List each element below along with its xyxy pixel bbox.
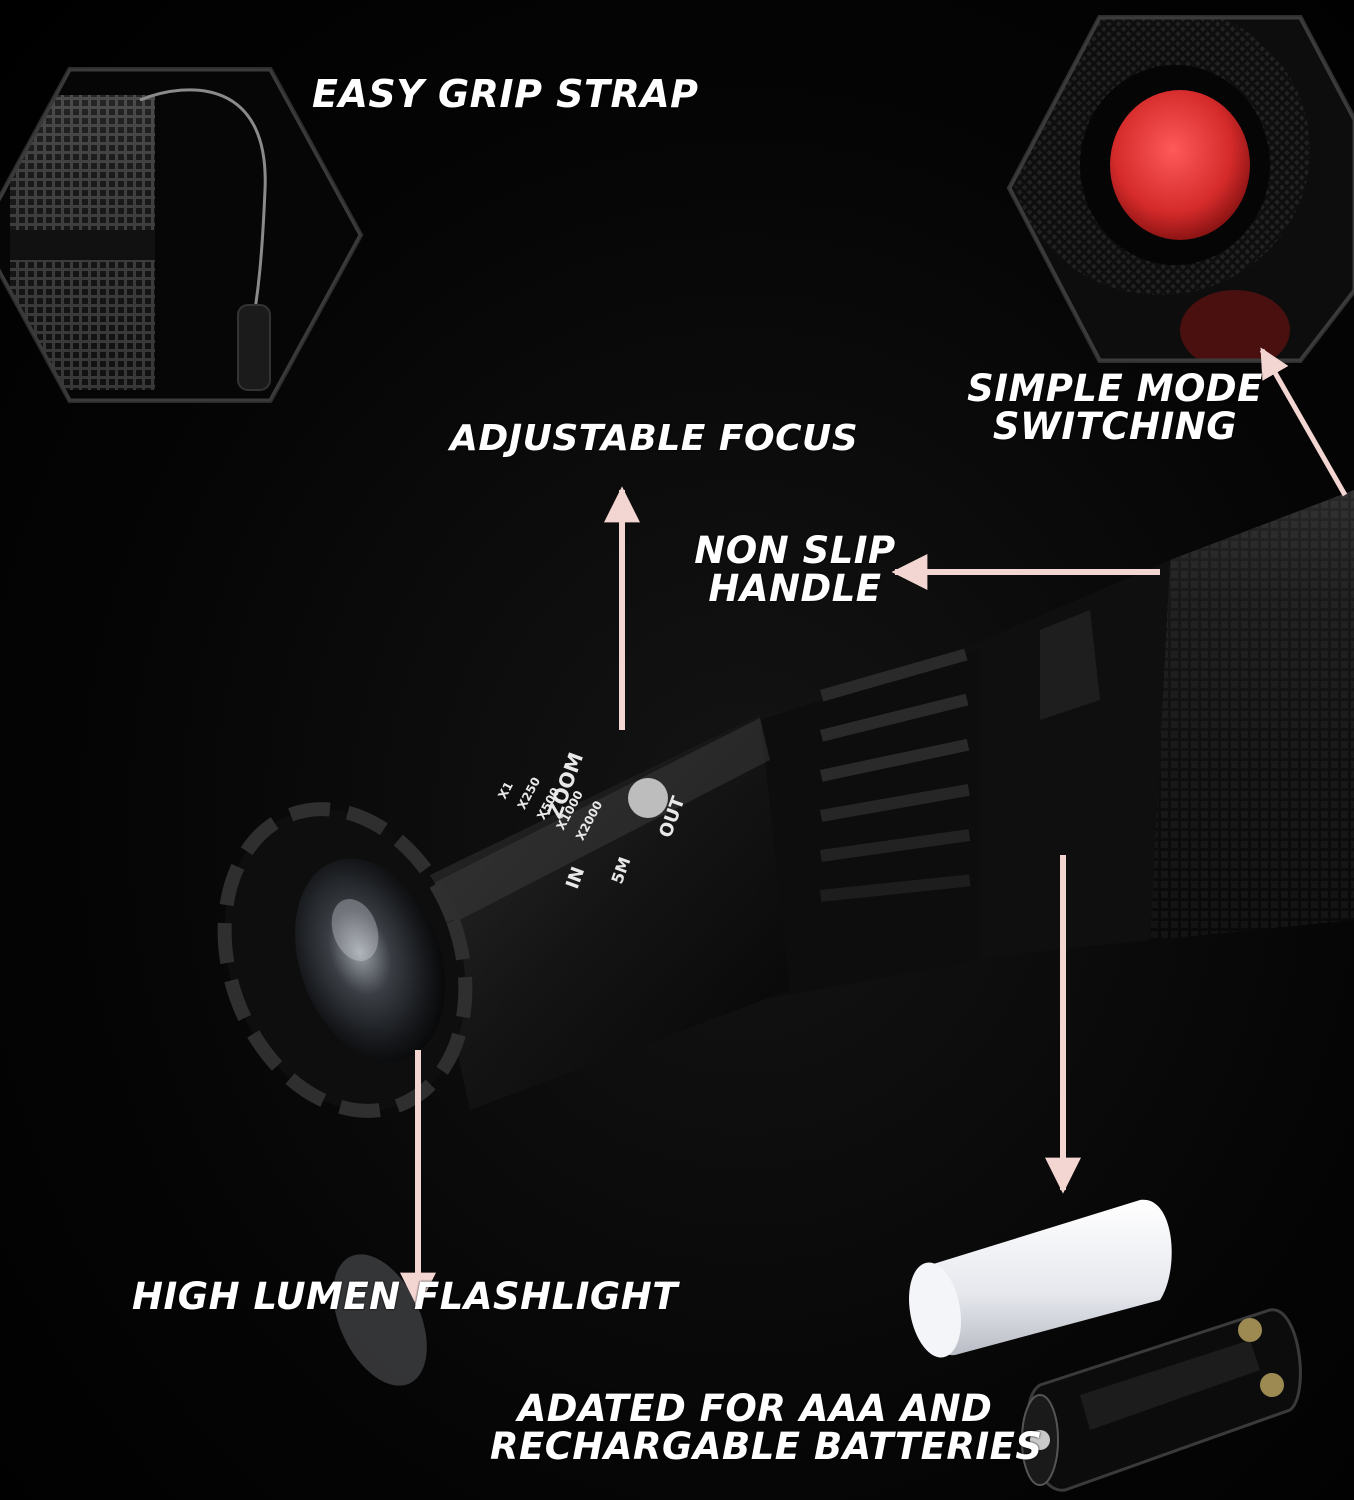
zoom-dot-marker: [628, 778, 668, 818]
label-battery-compatibility: ADATED FOR AAA AND RECHARGABLE BATTERIES: [490, 1387, 1043, 1468]
mode-switch-inset: [1006, 15, 1354, 363]
label-mode-line1: SIMPLE MODE: [967, 367, 1263, 410]
battery-holder-illustration: [1021, 1308, 1302, 1492]
grip-strap-inset: [0, 67, 364, 403]
callout-arrows: [400, 347, 1348, 1309]
label-battery-line1: ADATED FOR AAA AND: [517, 1387, 993, 1430]
label-easy-grip-strap: EASY GRIP STRAP: [312, 72, 699, 116]
mode-arrow: [1259, 347, 1348, 497]
label-mode-line2: SWITCHING: [992, 405, 1238, 448]
label-handle-line2: HANDLE: [708, 567, 882, 610]
label-simple-mode-switching: SIMPLE MODE SWITCHING: [960, 370, 1270, 446]
label-handle-line1: NON SLIP: [694, 529, 896, 572]
label-adjustable-focus: ADJUSTABLE FOCUS: [450, 418, 859, 459]
flashlight-illustration: ZOOM IN 5M OUT X1 X250 X500 X1000 X2000: [217, 490, 1354, 1386]
label-battery-line2: RECHARGABLE BATTERIES: [490, 1425, 1043, 1468]
label-high-lumen-flashlight: HIGH LUMEN FLASHLIGHT: [132, 1275, 679, 1318]
label-non-slip-handle: NON SLIP HANDLE: [690, 532, 900, 608]
zoom-scale-x1: X1: [495, 779, 516, 801]
battery-illustration: [909, 1199, 1172, 1358]
